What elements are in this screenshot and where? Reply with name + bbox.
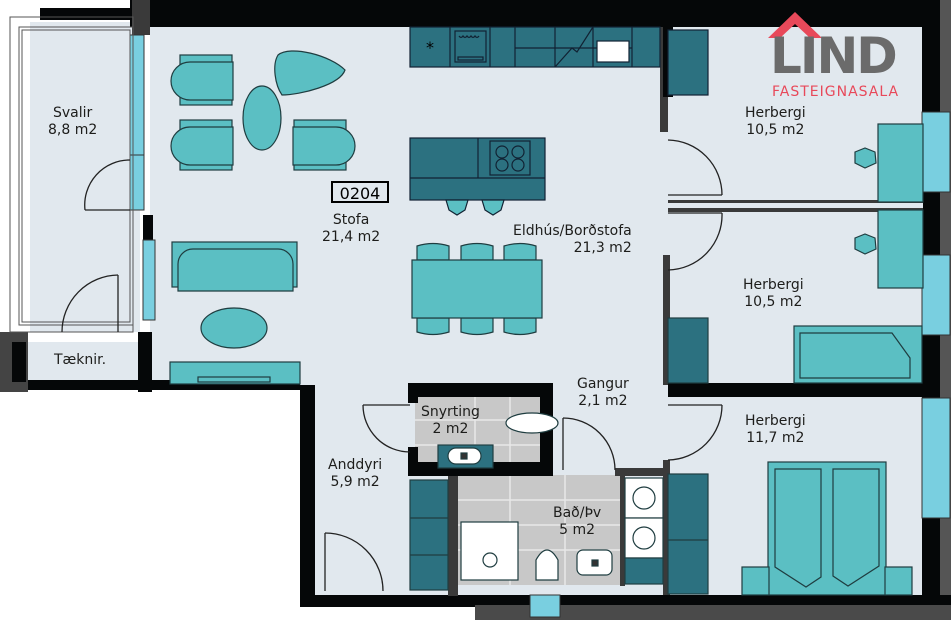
- room-name: Svalir: [52, 105, 93, 121]
- svg-text:*: *: [426, 38, 434, 57]
- bedroom-furniture: [667, 123, 924, 596]
- room-area: 21,4 m2: [322, 229, 381, 245]
- room-name: Gangur: [577, 376, 629, 392]
- room-label-gangur: Gangur 2,1 m2: [577, 376, 629, 410]
- room-label-taeknir: Tæknir.: [54, 352, 106, 369]
- room-name: Tæknir.: [54, 352, 107, 368]
- room-label-herbergi-1: Herbergi 10,5 m2: [745, 105, 806, 139]
- room-label-herbergi-2: Herbergi 10,5 m2: [743, 277, 804, 311]
- room-name: Herbergi: [743, 277, 804, 293]
- room-label-snyrting: Snyrting 2 m2: [421, 404, 480, 438]
- room-label-eldhus: Eldhús/Borðstofa 21,3 m2: [513, 223, 632, 257]
- kitchen-units: *: [409, 26, 709, 216]
- room-area: 2 m2: [432, 421, 469, 437]
- room-label-herbergi-3: Herbergi 11,7 m2: [745, 413, 806, 447]
- room-name: Anddyri: [328, 457, 383, 473]
- bath-fixtures: [409, 412, 664, 591]
- room-area: 10,5 m2: [746, 122, 805, 138]
- room-name: Eldhús/Borðstofa: [513, 223, 632, 239]
- logo-subtitle: FASTEIGNASALA: [772, 84, 900, 100]
- room-name: Bað/Þv: [553, 505, 602, 521]
- room-name: Herbergi: [745, 413, 806, 429]
- unit-number: 0204: [331, 181, 389, 203]
- windows: [129, 34, 951, 618]
- tech-room-floor: [28, 342, 138, 380]
- balcony-railing: [9, 16, 134, 333]
- room-area: 8,8 m2: [48, 122, 98, 138]
- room-area: 2,1 m2: [578, 393, 628, 409]
- room-name: Stofa: [332, 212, 370, 228]
- room-name: Snyrting: [421, 404, 480, 420]
- door-swings: [61, 139, 723, 592]
- logo-wordmark: LIND: [770, 27, 898, 85]
- room-label-bad: Bað/Þv 5 m2: [553, 505, 601, 539]
- balcony-floor: [30, 22, 140, 332]
- room-label-anddyri: Anddyri 5,9 m2: [328, 457, 382, 491]
- room-area: 11,7 m2: [746, 430, 805, 446]
- room-area: 5 m2: [559, 522, 596, 538]
- room-name: Herbergi: [745, 105, 806, 121]
- brand-logo: LIND FASTEIGNASALA: [768, 10, 918, 100]
- room-area: 10,5 m2: [744, 294, 803, 310]
- room-label-stofa: Stofa 21,4 m2: [322, 212, 380, 246]
- room-area: 21,3 m2: [573, 240, 632, 256]
- room-area: 5,9 m2: [330, 474, 380, 490]
- room-label-svalir: Svalir 8,8 m2: [48, 105, 97, 139]
- dining-table: [411, 242, 543, 336]
- living-furniture: [169, 50, 356, 385]
- house-roof-icon: [768, 12, 822, 38]
